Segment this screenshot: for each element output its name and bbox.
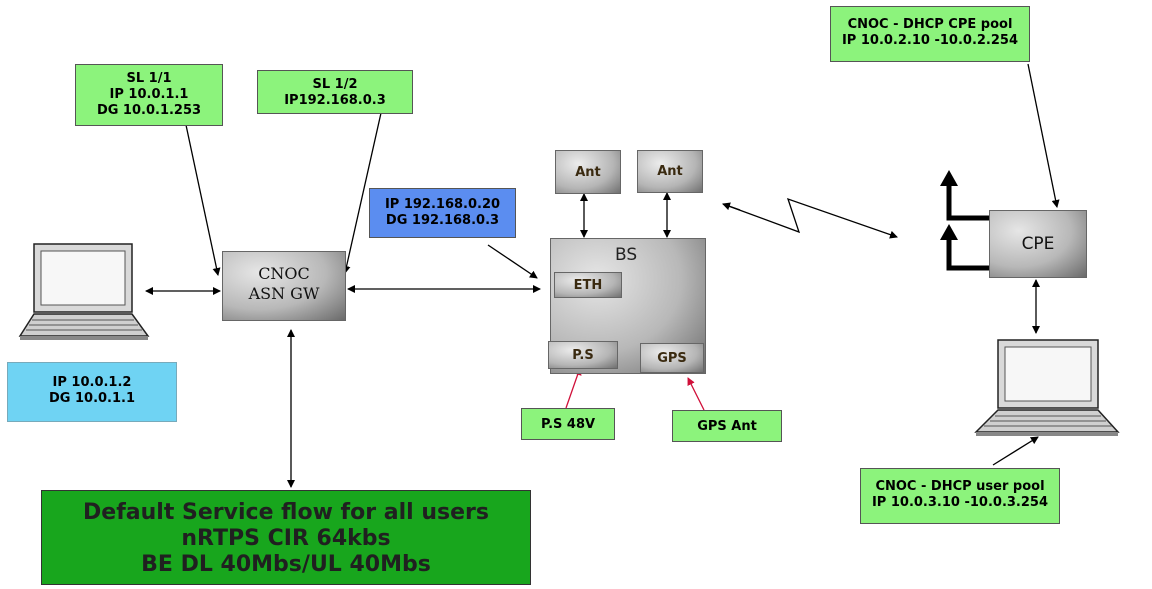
- sl12-line-1: SL 1/2: [312, 77, 358, 92]
- sl11-line-2: IP 10.0.1.1: [109, 87, 189, 102]
- link-ps48-ps: [565, 367, 582, 409]
- sl12-label: SL 1/2 IP192.168.0.3: [257, 70, 413, 114]
- ps48-text: P.S 48V: [540, 417, 596, 432]
- ant2-text: Ant: [657, 164, 683, 179]
- asn-gw-line-2: ASN GW: [248, 284, 320, 303]
- gps-text: GPS: [657, 350, 687, 366]
- bs-title: BS: [615, 245, 638, 265]
- link-sl11-asngw: [185, 124, 221, 276]
- gps-ant-text: GPS Ant: [697, 419, 757, 434]
- user-pool-line-2: IP 10.0.3.10 -10.0.3.254: [871, 495, 1049, 510]
- link-userpool-laptop: [992, 436, 1039, 466]
- cpe-text: CPE: [1021, 234, 1055, 254]
- service-flow-label: Default Service flow for all users nRTPS…: [41, 490, 531, 585]
- laptop-ip-line-1: IP 10.0.1.2: [52, 375, 132, 390]
- laptop-icon: [974, 339, 1120, 436]
- cpe-node: CPE: [989, 210, 1087, 278]
- service-flow-line-1: Default Service flow for all users: [83, 500, 489, 525]
- asn-gw-line-1: CNOC: [258, 264, 310, 283]
- laptop-ip-line-2: DG 10.0.1.1: [48, 391, 136, 406]
- user-pool-label: CNOC - DHCP user pool IP 10.0.3.10 -10.0…: [860, 468, 1060, 524]
- service-flow-line-2: nRTPS CIR 64kbs: [181, 526, 391, 551]
- service-flow-line-3: BE DL 40Mbs/UL 40Mbs: [141, 552, 431, 577]
- sl12-line-2: IP192.168.0.3: [284, 93, 386, 108]
- antenna-2: Ant: [637, 150, 703, 193]
- antenna-1: Ant: [555, 150, 621, 194]
- bs-ip-label: IP 192.168.0.20 DG 192.168.0.3: [369, 188, 516, 238]
- cpe-pool-line-2: IP 10.0.2.10 -10.0.2.254: [841, 33, 1019, 48]
- laptop-ip-label: IP 10.0.1.2 DG 10.0.1.1: [7, 362, 177, 422]
- user-pool-line-1: CNOC - DHCP user pool: [875, 479, 1045, 494]
- eth-port: ETH: [554, 272, 622, 298]
- sl11-label: SL 1/1 IP 10.0.1.1 DG 10.0.1.253: [75, 64, 223, 126]
- link-gpsant-gps: [687, 377, 705, 411]
- eth-text: ETH: [573, 277, 603, 293]
- asn-gw-node: CNOC ASN GW: [222, 251, 346, 321]
- sl11-line-3: DG 10.0.1.253: [96, 103, 202, 118]
- bs-ip-line-2: DG 192.168.0.3: [385, 213, 500, 228]
- link-bsip-bs: [487, 244, 538, 279]
- cpe-pool-label: CNOC - DHCP CPE pool IP 10.0.2.10 -10.0.…: [830, 6, 1030, 62]
- ps48-label: P.S 48V: [521, 408, 615, 440]
- laptop-icon: [18, 243, 150, 340]
- gps-ant-label: GPS Ant: [672, 410, 782, 442]
- ant1-text: Ant: [575, 164, 601, 180]
- wireless-link: [722, 197, 898, 239]
- link-cpepool-cpe: [1027, 63, 1060, 208]
- ps-text: P.S: [572, 347, 594, 363]
- link-sl12-asngw: [342, 112, 382, 274]
- cpe-output-arrows: [940, 170, 989, 271]
- gps-port: GPS: [640, 343, 704, 373]
- bs-ip-line-1: IP 192.168.0.20: [384, 197, 501, 212]
- ps-port: P.S: [548, 341, 618, 369]
- cpe-pool-line-1: CNOC - DHCP CPE pool: [847, 17, 1013, 32]
- sl11-line-1: SL 1/1: [126, 71, 172, 86]
